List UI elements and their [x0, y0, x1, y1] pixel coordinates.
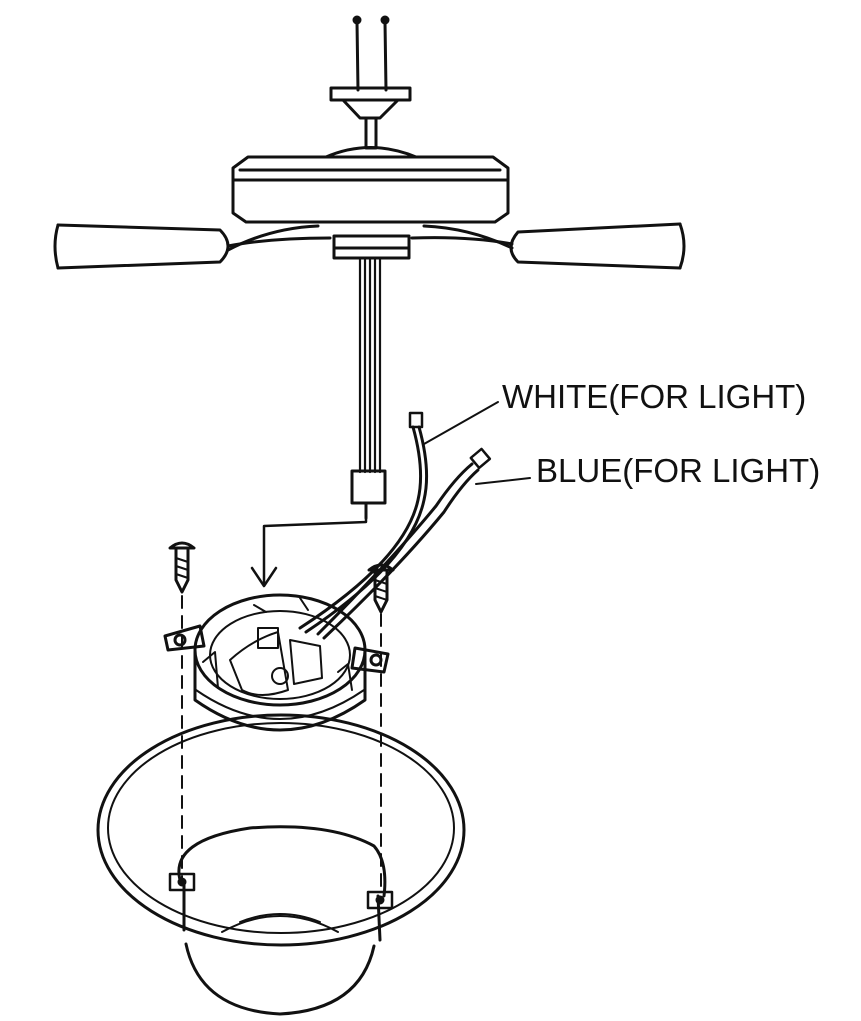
light-kit-housing-icon — [163, 593, 390, 732]
down-arrow-icon — [250, 516, 368, 588]
mounting-rods — [352, 15, 390, 92]
white-leader-line — [423, 401, 499, 445]
alignment-guides — [181, 595, 382, 893]
screw-icon — [168, 541, 196, 594]
blue-wire — [316, 447, 492, 640]
screw-icon — [367, 563, 395, 614]
wire-connector — [350, 469, 387, 505]
glass-shade — [96, 713, 466, 1016]
fan-blade-left — [53, 223, 332, 270]
blue-wire-label: BLUE(FOR LIGHT) — [536, 452, 821, 489]
fan-blade-right — [410, 222, 686, 270]
motor-housing — [231, 146, 510, 224]
blue-leader-line — [475, 477, 531, 485]
wire-bundle — [358, 256, 382, 474]
switch-housing — [332, 234, 411, 260]
white-wire-label: WHITE(FOR LIGHT) — [502, 378, 807, 415]
mount-plate — [329, 86, 412, 150]
